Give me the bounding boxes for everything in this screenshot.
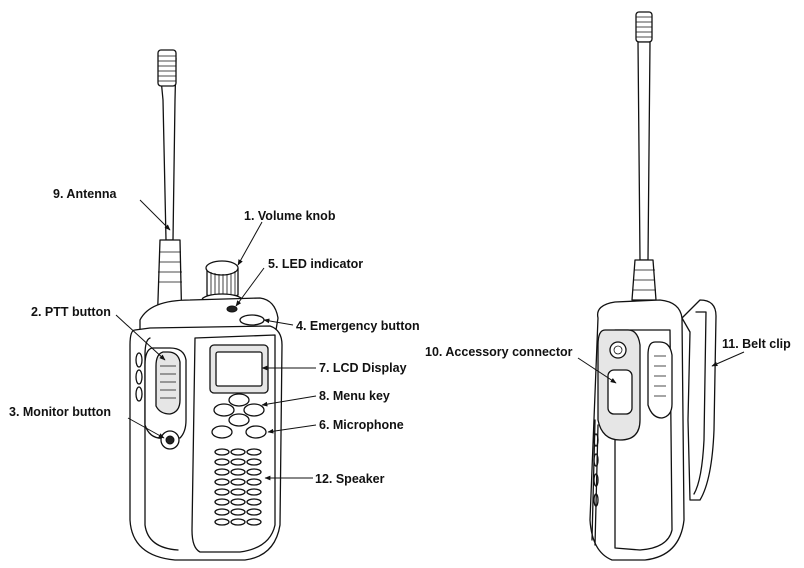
front-view-radio	[130, 50, 282, 560]
label-led-indicator: 5. LED indicator	[268, 257, 363, 271]
leader-belt-clip	[712, 352, 744, 366]
side-view-radio	[590, 12, 716, 560]
emergency-button-shape	[240, 315, 264, 325]
label-microphone: 6. Microphone	[319, 418, 404, 432]
led-lamp	[227, 306, 237, 312]
belt-clip-shape	[682, 300, 716, 500]
label-antenna: 9. Antenna	[53, 187, 117, 201]
leader-volume-knob	[238, 222, 262, 265]
label-emergency-button: 4. Emergency button	[296, 319, 420, 333]
side-antenna	[632, 12, 656, 300]
label-ptt-button: 2. PTT button	[31, 305, 111, 319]
label-volume-knob: 1. Volume knob	[244, 209, 336, 223]
ptt-button-shape	[156, 352, 180, 414]
label-accessory-connector: 10. Accessory connector	[425, 345, 573, 359]
label-lcd-display: 7. LCD Display	[319, 361, 407, 375]
label-monitor-button: 3. Monitor button	[9, 405, 111, 419]
front-antenna	[157, 50, 182, 330]
label-belt-clip: 11. Belt clip	[722, 337, 791, 351]
label-menu-key: 8. Menu key	[319, 389, 390, 403]
label-speaker: 12. Speaker	[315, 472, 385, 486]
